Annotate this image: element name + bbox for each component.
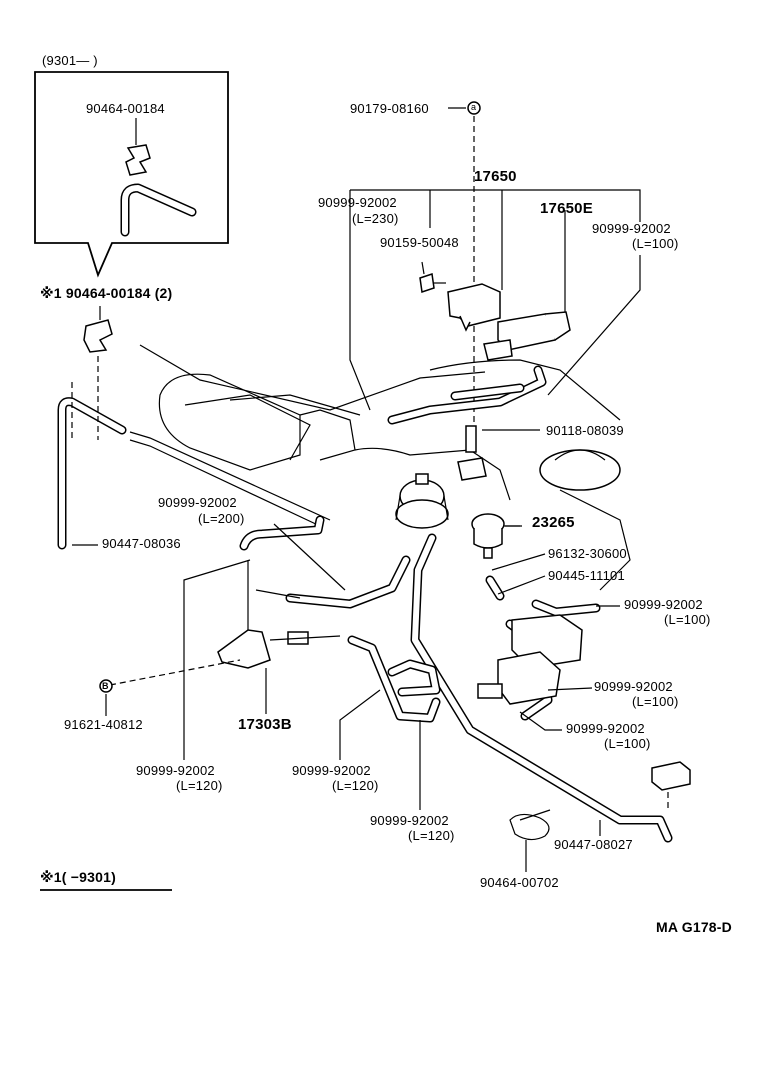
- plug-a-letter: a: [471, 102, 477, 112]
- label-90464-00702: 90464-00702: [480, 875, 559, 890]
- label-hose-230: 90999-92002: [318, 195, 397, 210]
- inset-part-label: 90464-00184: [86, 101, 165, 116]
- vacuum-switching-valve: [471, 513, 505, 559]
- label-hose-120c: 90999-92002: [370, 813, 449, 828]
- label-hose-100a-length: (L=100): [632, 236, 679, 251]
- label-hose-120b: 90999-92002: [292, 763, 371, 778]
- label-90445: 90445-11101: [548, 568, 625, 583]
- label-96132: 96132-30600: [548, 546, 627, 561]
- filter-box: [651, 761, 691, 791]
- vsv-cluster: [477, 614, 583, 705]
- leader-lines: [72, 523, 620, 836]
- label-90159: 90159-50048: [380, 235, 459, 250]
- inset-clip-icon: [125, 144, 151, 176]
- label-90447-08027: 90447-08027: [554, 837, 633, 852]
- label-hose-100d-length: (L=100): [604, 736, 651, 751]
- label-note1: ※1 90464-00184 (2): [40, 285, 173, 301]
- label-23265: 23265: [532, 514, 575, 531]
- bolt-b-letter: B: [102, 681, 109, 691]
- label-91621: 91621-40812: [64, 717, 143, 732]
- bolt-b-marker: [99, 679, 113, 693]
- vacuum-hoses: [57, 365, 673, 843]
- label-hose-120a: 90999-92002: [136, 763, 215, 778]
- vsv-bracket: [447, 283, 501, 332]
- egr-modulator: [395, 473, 449, 529]
- label-17303b: 17303B: [238, 716, 292, 733]
- hose-clip-icon: [83, 319, 113, 353]
- label-hose-100b: 90999-92002: [624, 597, 703, 612]
- inset-box: [34, 71, 229, 278]
- plug-a-marker: [467, 101, 481, 115]
- footnote: ※1( −9301): [40, 869, 116, 885]
- label-hose-120c-length: (L=120): [408, 828, 455, 843]
- label-hose-200-length: (L=200): [198, 511, 245, 526]
- label-hose-100a: 90999-92002: [592, 221, 671, 236]
- figure-code: MA G178-D: [656, 919, 732, 935]
- inset-range-label: (9301— ): [42, 53, 98, 68]
- label-hose-120b-length: (L=120): [332, 778, 379, 793]
- engine-body: [139, 344, 631, 591]
- label-90447-08036: 90447-08036: [102, 536, 181, 551]
- label-hose-100d: 90999-92002: [566, 721, 645, 736]
- label-hose-100c-length: (L=100): [632, 694, 679, 709]
- label-hose-200: 90999-92002: [158, 495, 237, 510]
- label-17650e: 17650E: [540, 200, 593, 217]
- label-17650: 17650: [474, 168, 517, 185]
- bolt: [419, 273, 446, 293]
- inset-hose: [120, 183, 197, 237]
- bracket: [217, 560, 341, 669]
- label-90118: 90118-08039: [546, 423, 624, 438]
- label-hose-120a-length: (L=120): [176, 778, 223, 793]
- label-hose-230-length: (L=230): [352, 211, 399, 226]
- stud: [457, 425, 487, 481]
- vsv-valve: [483, 311, 571, 361]
- label-hose-100c: 90999-92002: [594, 679, 673, 694]
- label-hose-100b-length: (L=100): [664, 612, 711, 627]
- hose-clamp-icon: [509, 809, 551, 841]
- label-90179: 90179-08160: [350, 101, 429, 116]
